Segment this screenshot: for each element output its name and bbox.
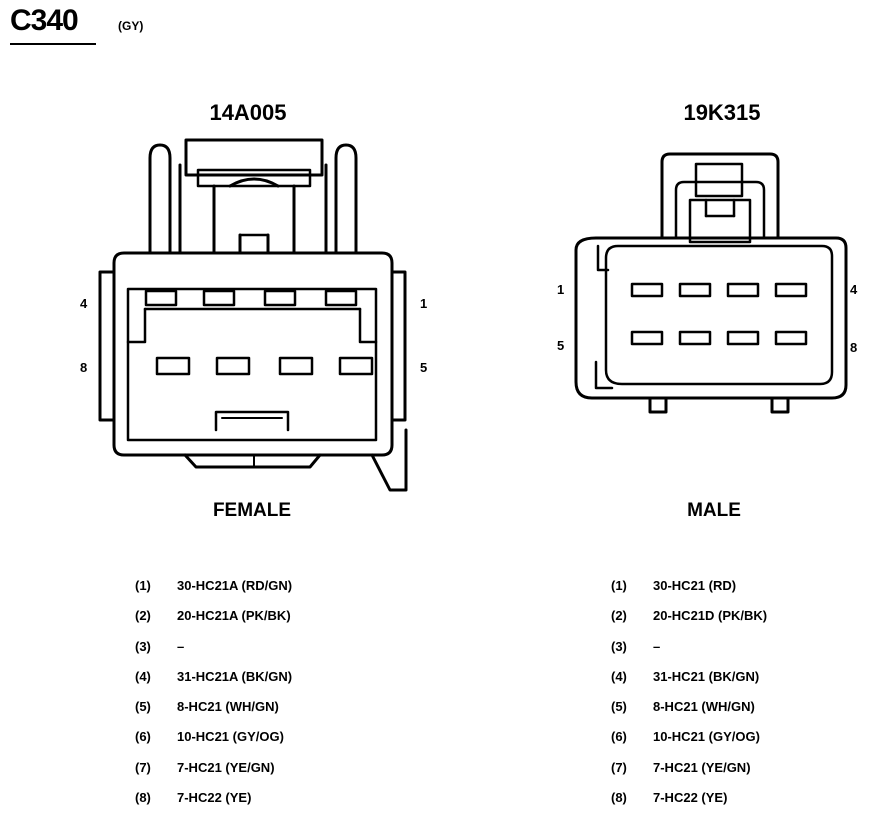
list-item: (7) 7-HC21 (YE/GN) <box>611 760 767 790</box>
pin-number: (6) <box>135 729 151 745</box>
list-item: (5) 8-HC21 (WH/GN) <box>135 699 292 729</box>
circuit-label: 30-HC21 (RD) <box>653 578 737 593</box>
female-pin-row-bottom <box>155 356 374 376</box>
circuit-label: 7-HC22 (YE) <box>177 790 252 806</box>
connector-drawings <box>98 138 848 492</box>
pin-number: (2) <box>611 608 627 624</box>
male-pin-label-bottom-left: 5 <box>557 338 565 353</box>
circuit-label: 20-HC21A (PK/BK) <box>177 608 291 624</box>
pin-number: (5) <box>611 699 627 715</box>
circuit-label: 7-HC22 (YE) <box>653 790 728 806</box>
female-pin-label-top-left: 4 <box>80 296 88 311</box>
list-item: (2) 20-HC21A (PK/BK) <box>135 608 292 638</box>
list-item: (2) 20-HC21D (PK/BK) <box>611 608 767 638</box>
male-pin-label-top-left: 1 <box>557 282 565 297</box>
female-connector-face <box>98 138 408 492</box>
pin-number: (4) <box>135 668 151 684</box>
female-pin-label-top-right: 1 <box>420 296 428 311</box>
list-item: (3) – <box>135 639 292 669</box>
female-part-number: 14A005 <box>209 100 287 125</box>
circuit-label: 10-HC21 (GY/OG) <box>177 729 284 745</box>
pin-number: (6) <box>611 729 627 745</box>
pin-number: (3) <box>135 638 151 654</box>
male-pinout-list: (1) 30-HC21 (RD) (2) 20-HC21D (PK/BK) (3) –… <box>611 578 767 820</box>
male-pin-label-top-right: 4 <box>850 282 858 297</box>
list-item: (1) 30-HC21 (RD) <box>611 578 767 608</box>
pin-number: (1) <box>135 578 151 593</box>
pin-number: (7) <box>135 759 151 775</box>
list-item: (8) 7-HC22 (YE) <box>611 790 767 820</box>
list-item: (4) 31-HC21 (BK/GN) <box>611 669 767 699</box>
connector-title: C340 <box>10 4 79 37</box>
circuit-label: 31-HC21A (BK/GN) <box>177 668 293 684</box>
male-pin-row-top <box>630 282 808 298</box>
pin-number: (7) <box>611 759 627 775</box>
pin-number: (2) <box>135 608 151 624</box>
male-part-number: 19K315 <box>683 100 761 125</box>
pin-number: (8) <box>611 790 627 806</box>
list-item: (7) 7-HC21 (YE/GN) <box>135 760 292 790</box>
circuit-label: 7-HC21 (YE/GN) <box>177 759 275 775</box>
list-item: (5) 8-HC21 (WH/GN) <box>611 699 767 729</box>
circuit-label: 20-HC21D (PK/BK) <box>653 608 768 624</box>
female-pin-label-bottom-right: 5 <box>420 360 428 375</box>
circuit-label: 31-HC21 (BK/GN) <box>653 668 760 684</box>
female-pin-row-top <box>144 289 358 307</box>
pin-number: (5) <box>135 699 151 715</box>
title-underline <box>10 43 96 45</box>
circuit-label: 10-HC21 (GY/OG) <box>653 729 760 745</box>
male-pin-label-bottom-right: 8 <box>850 340 858 355</box>
pin-number: (3) <box>611 638 627 654</box>
female-gender-label: FEMALE <box>212 500 292 521</box>
list-item: (1) 30-HC21A (RD/GN) <box>135 578 292 608</box>
list-item: (3) – <box>611 639 767 669</box>
male-connector-face <box>574 152 848 414</box>
circuit-label: 7-HC21 (YE/GN) <box>653 759 751 775</box>
list-item: (6) 10-HC21 (GY/OG) <box>135 729 292 759</box>
circuit-label: – <box>653 638 661 654</box>
circuit-label: 8-HC21 (WH/GN) <box>653 699 755 715</box>
connector-color-code: (GY) <box>118 19 144 33</box>
pin-number: (8) <box>135 790 151 806</box>
list-item: (6) 10-HC21 (GY/OG) <box>611 729 767 759</box>
circuit-label: – <box>177 638 185 654</box>
female-pinout-list: (1)30-HC21A (RD/GN) (2)20-HC21A (PK/BK) … <box>135 578 292 820</box>
male-gender-label: MALE <box>687 500 741 521</box>
circuit-label: 30-HC21A (RD/GN) <box>177 578 293 593</box>
pin-number: (4) <box>611 668 627 684</box>
list-item: (8) 7-HC22 (YE) <box>135 790 292 820</box>
circuit-label: 8-HC21 (WH/GN) <box>177 699 279 715</box>
male-pin-row-bottom <box>630 330 808 346</box>
list-item: (4) 31-HC21A (BK/GN) <box>135 669 292 699</box>
pin-number: (1) <box>611 578 627 593</box>
female-pin-label-bottom-left: 8 <box>80 360 88 375</box>
